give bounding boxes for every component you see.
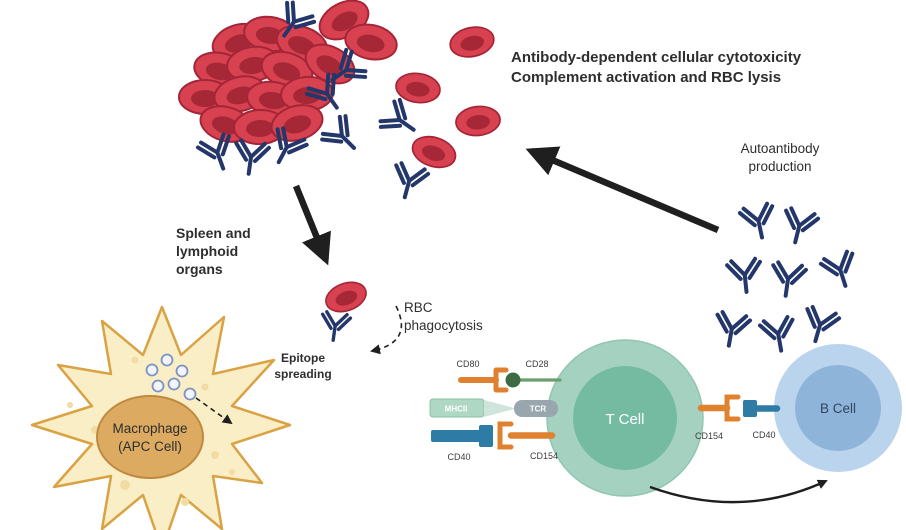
antibody-icon bbox=[757, 314, 800, 356]
cd28-label: CD28 bbox=[525, 359, 548, 369]
cytoplasm-granule bbox=[120, 480, 130, 490]
antibody-icon bbox=[230, 137, 272, 179]
rbc-phagocytosis-label-line1: RBC bbox=[404, 300, 433, 315]
cd40-apc-label: CD40 bbox=[447, 452, 470, 462]
cytoplasm-granule bbox=[211, 451, 219, 459]
cd154-clamp bbox=[497, 421, 514, 450]
spleen-label-line3: organs bbox=[176, 261, 223, 277]
epitope-vesicle bbox=[160, 353, 174, 367]
antibody-icon bbox=[797, 303, 843, 348]
t-cell-label: T Cell bbox=[606, 411, 645, 428]
vesicle-dashed-arrow bbox=[195, 397, 233, 425]
cd40-apc-cap bbox=[479, 425, 493, 447]
antibody-icon bbox=[375, 95, 426, 146]
cd154-tcell-label: CD154 bbox=[530, 451, 558, 461]
cytoplasm-granule bbox=[201, 383, 209, 391]
macrophage-label-line2: (APC Cell) bbox=[118, 439, 182, 454]
cd154-tb-clamp bbox=[724, 394, 741, 422]
cd154-tb-label: CD154 bbox=[695, 431, 723, 441]
macrophage-cell: Macrophage (APC Cell) bbox=[30, 305, 292, 530]
tcr-receptor bbox=[514, 400, 558, 417]
spleen-label-line2: lymphoid bbox=[176, 243, 238, 259]
cytoplasm-granule bbox=[181, 498, 189, 506]
epitope-vesicle bbox=[167, 377, 181, 391]
t-cell-nucleus bbox=[573, 366, 677, 470]
cd80-fork bbox=[493, 367, 509, 393]
epitope-label-line1: Epitope bbox=[281, 351, 325, 365]
rbc-cluster bbox=[178, 0, 401, 179]
antibody-icon bbox=[767, 259, 809, 301]
b-cell-nucleus bbox=[795, 365, 881, 451]
phagocytosis-dashed-arrow bbox=[370, 305, 403, 355]
rbc bbox=[446, 22, 498, 62]
antibody-icon bbox=[320, 114, 366, 160]
cytoplasm-granule bbox=[229, 469, 235, 475]
antibody-icon bbox=[777, 205, 821, 249]
rbc bbox=[407, 130, 461, 174]
cytoplasm-granule bbox=[67, 402, 73, 408]
mhcii-peptide-tip bbox=[484, 400, 516, 417]
b-cell-label: B Cell bbox=[820, 401, 856, 416]
epitope-label-line2: spreading bbox=[274, 367, 331, 381]
mhcii-label: MHCII bbox=[445, 405, 468, 414]
opsonized-rbc bbox=[317, 276, 371, 344]
cytoplasm-granule bbox=[131, 356, 139, 364]
epitope-vesicle bbox=[151, 379, 165, 393]
epitope-vesicle bbox=[175, 364, 189, 378]
macrophage-nucleus bbox=[96, 395, 204, 479]
rbc bbox=[321, 276, 371, 318]
antibody-icon bbox=[737, 200, 781, 243]
cd80-label: CD80 bbox=[456, 359, 479, 369]
antibody-icon bbox=[710, 309, 753, 351]
macrophage-label-line1: Macrophage bbox=[112, 421, 187, 436]
autoantibody-label-line1: Autoantibody bbox=[741, 141, 820, 156]
cd40-bcell-cap bbox=[743, 400, 757, 417]
autoantibody-field bbox=[710, 200, 864, 356]
cd40-apc-bar bbox=[431, 430, 481, 442]
cd40-bcell-label: CD40 bbox=[752, 430, 775, 440]
rbc-phagocytosis-label-line2: phagocytosis bbox=[404, 318, 483, 333]
tcell-bcell-junction: CD154 CD40 bbox=[695, 394, 781, 441]
arrow-tcell-to-bcell bbox=[649, 479, 828, 504]
antibody-icon bbox=[317, 309, 353, 344]
tcr-label: TCR bbox=[530, 405, 547, 414]
headline-line1: Antibody-dependent cellular cytotoxicity bbox=[511, 49, 802, 66]
headline-line2: Complement activation and RBC lysis bbox=[511, 69, 781, 86]
apc-tcell-receptors: CD80 CD28 MHCII TCR CD40 CD154 bbox=[429, 359, 562, 462]
cd28-receptor bbox=[505, 372, 521, 388]
antibody-icon bbox=[724, 256, 765, 296]
antibody-icon bbox=[817, 248, 864, 293]
autoantibody-label-line2: production bbox=[748, 159, 811, 174]
epitope-vesicle bbox=[145, 363, 159, 377]
spleen-label-line1: Spleen and bbox=[176, 225, 251, 241]
arrow-cluster-to-spleen bbox=[292, 184, 331, 266]
antibody-icon bbox=[386, 160, 432, 204]
arrow-autoantibody-to-rbc bbox=[525, 146, 720, 233]
epitope-vesicle bbox=[183, 387, 197, 401]
rbc bbox=[453, 103, 503, 139]
